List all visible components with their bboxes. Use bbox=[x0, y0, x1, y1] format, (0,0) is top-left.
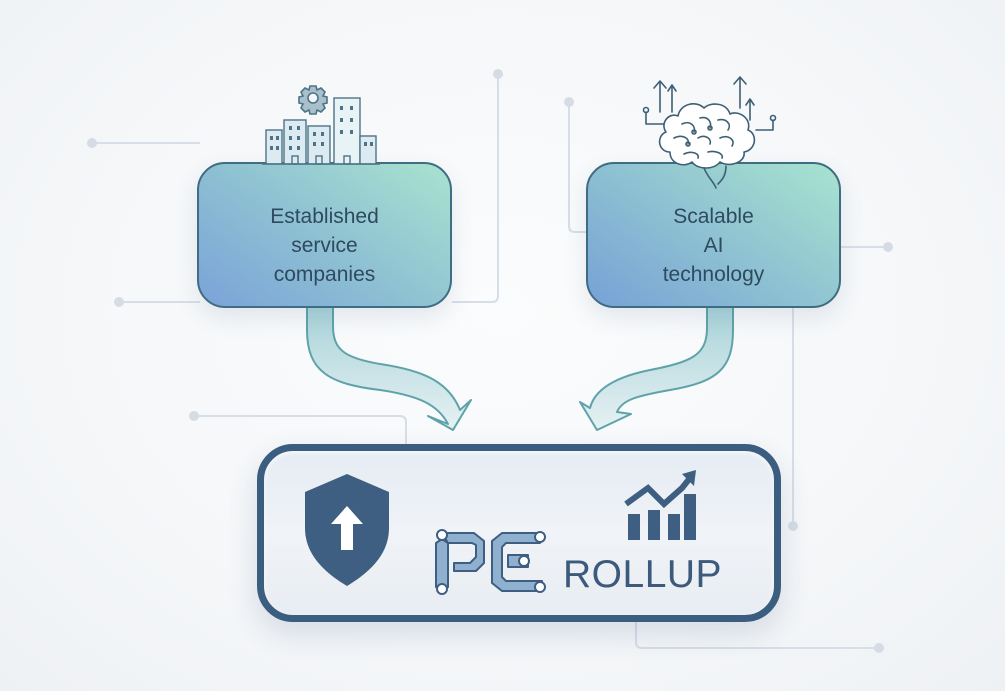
connector-line bbox=[452, 74, 499, 303]
node-scalable-ai-technology: Scalable AI technology bbox=[586, 162, 841, 308]
connector-line bbox=[194, 415, 407, 446]
rollup-label: ROLLUP bbox=[563, 553, 723, 596]
shield-up-arrow-icon bbox=[305, 474, 389, 586]
arrow-right-to-rollup bbox=[579, 305, 734, 431]
connector-dot bbox=[788, 521, 798, 531]
arrow-left-to-rollup bbox=[306, 305, 472, 431]
pe-logo-icon bbox=[435, 529, 546, 595]
growth-chart-icon bbox=[624, 470, 696, 540]
connector-dot bbox=[87, 138, 97, 148]
buildings-gear-icon bbox=[262, 85, 380, 165]
node-label: Established service companies bbox=[270, 204, 379, 286]
connector-line bbox=[568, 102, 588, 233]
connector-dot bbox=[189, 411, 199, 421]
connector-dot bbox=[883, 242, 893, 252]
node-established-service-companies: Established service companies bbox=[197, 162, 452, 308]
brain-circuit-icon bbox=[642, 76, 777, 189]
connector-dot bbox=[493, 69, 503, 79]
node-label: Scalable AI technology bbox=[662, 204, 765, 286]
connector-line bbox=[635, 622, 879, 649]
connector-dot bbox=[114, 297, 124, 307]
connector-dot bbox=[874, 643, 884, 653]
connector-dot bbox=[564, 97, 574, 107]
